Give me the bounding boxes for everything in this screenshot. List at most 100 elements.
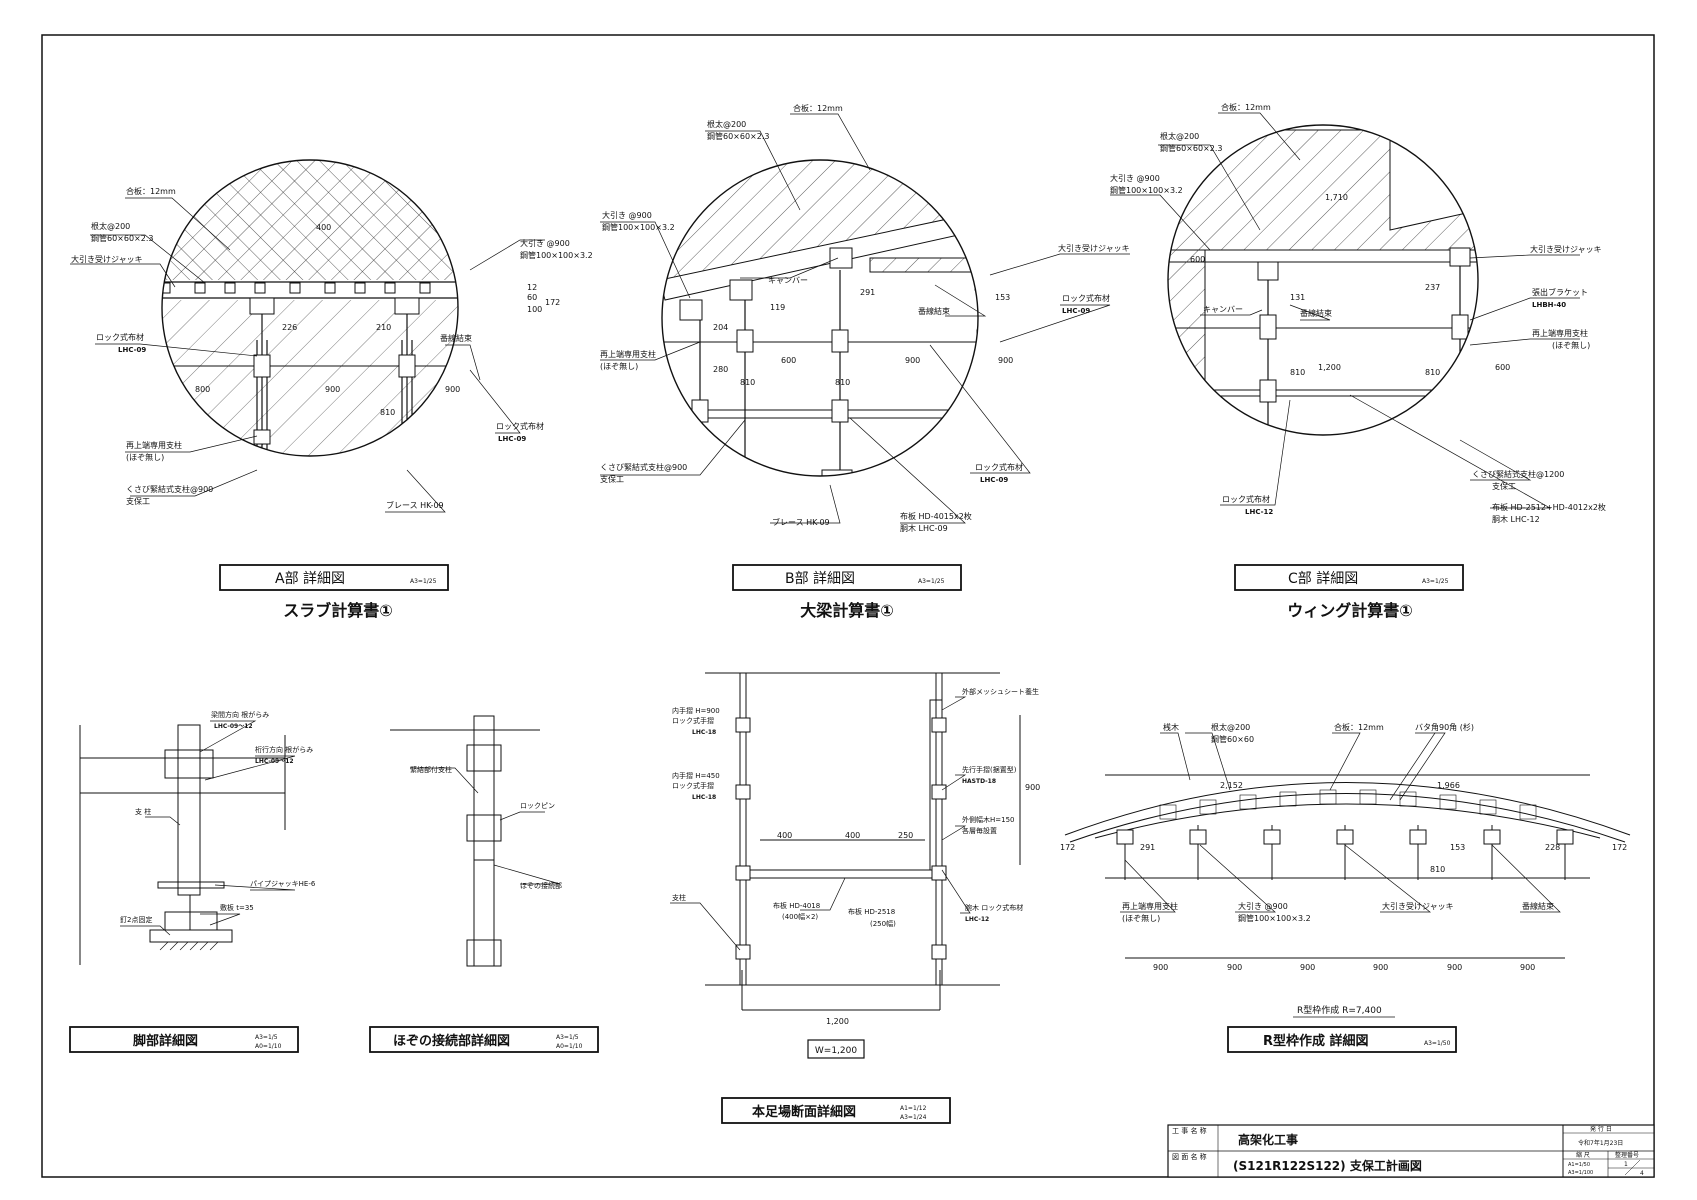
sheet-scale-1: A1=1/50 (1568, 1162, 1590, 1168)
c-caption: ウィング計算書① (1287, 601, 1413, 620)
b-dim: 119 (770, 303, 785, 312)
c-label-bigbeam: 大引き @900 (1110, 173, 1160, 183)
c-title-box (1234, 564, 1464, 591)
scaffold-label-post: 支柱 (672, 893, 686, 902)
rform-label-joist-pipe: 鋼管60×60 (1211, 734, 1254, 744)
a-scale: A3=1/25 (410, 578, 437, 585)
scaffold-label-inner-1: 内手摺 H=900 (672, 706, 720, 715)
number-label: 整理番号 (1615, 1151, 1639, 1159)
a-dim: 900 (325, 385, 340, 394)
b-title-box (732, 564, 962, 591)
scaffold-dim: 1,200 (826, 1017, 849, 1026)
b-label-wire: 番線結束 (918, 306, 950, 316)
scaffold-label-mesh: 外部メッシュシート養生 (962, 687, 1039, 696)
scaffold-label-inner-2-type: ロック式手摺 (672, 781, 714, 790)
a-dim: 226 (282, 323, 297, 332)
tenon-label-tenon: ほぞの接続部 (520, 881, 562, 890)
scaffold-scale-1: A1=1/12 (900, 1105, 927, 1112)
leg-label-long: 桁行方向 根がらみ (255, 745, 313, 754)
tenon-title: ほぞの接続部詳細図 (393, 1033, 510, 1049)
rform-dim: 810 (1430, 865, 1445, 874)
scaffold-dim: 400 (777, 831, 792, 840)
leg-scale-1: A3=1/5 (255, 1034, 278, 1041)
scaffold-label-plank-1: 布板 HD-4018 (773, 901, 820, 910)
b-dim: 291 (860, 288, 875, 297)
a-label-plywood: 合板：12mm (126, 186, 176, 196)
rform-dim: 291 (1140, 843, 1155, 852)
drawing-label: 図 面 名 称 (1172, 1152, 1207, 1161)
a-label-joist-pipe: 鋼管60×60×2.3 (91, 233, 154, 243)
c-label-bigbeam-pipe: 鋼管100×100×3.2 (1110, 185, 1183, 195)
rform-label-wire: 番線結束 (1522, 901, 1554, 911)
sheet-number: 1 (1624, 1161, 1628, 1168)
b-dim: 810 (740, 378, 755, 387)
rform-dim: 172 (1612, 843, 1627, 852)
rform-label-batten: バタ角90角 (杉) (1415, 722, 1474, 732)
a-label-lock-code: LHC-09 (118, 346, 146, 354)
b-dim: 153 (995, 293, 1010, 302)
rform-label-bigbeam-pipe: 鋼管100×100×3.2 (1238, 913, 1311, 923)
c-label-bracket: 張出ブラケット (1532, 287, 1588, 297)
b-label-lock: ロック式布材 (1062, 293, 1110, 303)
title-block: 工 事 名 称 高架化工事 図 面 名 称 (S121R122S122) 支保工… (1167, 1124, 1655, 1178)
leg-label-long-code: LHC-09～12 (255, 758, 294, 765)
tenon-scale-1: A3=1/5 (556, 1034, 579, 1041)
c-label-waist: 胴木 LHC-12 (1492, 514, 1540, 524)
c-scale: A3=1/25 (1422, 578, 1449, 585)
scaffold-label-waist: 腕木 ロック式布材 (965, 903, 1023, 912)
rform-label-bigbeam: 大引き @900 (1238, 901, 1288, 911)
rform-dim: 900 (1300, 963, 1315, 972)
c-dim: 810 (1290, 368, 1305, 377)
a-label-lock-2-code: LHC-09 (498, 435, 526, 443)
a-title: A部 詳細図 (275, 571, 345, 587)
b-dim: 810 (835, 378, 850, 387)
project-name: 高架化工事 (1238, 1132, 1298, 1147)
b-label-camber: キャンバー (768, 276, 808, 285)
b-dim: 280 (713, 365, 728, 374)
a-dim: 810 (380, 408, 395, 417)
scaffold-label-inner-1-type: ロック式手摺 (672, 716, 714, 725)
c-label-post-note: (ほぞ無し) (1552, 340, 1590, 350)
scale-label: 縮 尺 (1576, 1151, 1590, 1159)
a-label-wedge: くさび緊結式支柱@900 (126, 484, 213, 494)
c-dim: 237 (1425, 283, 1440, 292)
b-label-joist-pipe: 鋼管60×60×2.3 (707, 131, 770, 141)
c-label-wire: 番線結束 (1300, 308, 1332, 318)
b-label-jack: 大引き受けジャッキ (1058, 243, 1130, 253)
c-label-joist: 根太@200 (1160, 131, 1199, 141)
scaffold-label-plank-1-note: (400幅×2) (782, 912, 818, 921)
c-title: C部 詳細図 (1288, 571, 1358, 587)
c-dim: 600 (1190, 255, 1205, 264)
b-label-support: 支保工 (600, 474, 624, 484)
scaffold-label-waist-code: LHC-12 (965, 916, 989, 923)
a-label-bigbeam-pipe: 鋼管100×100×3.2 (520, 250, 593, 260)
leg-label-span-code: LHC-09～12 (214, 723, 253, 730)
b-title: B部 詳細図 (785, 571, 855, 587)
b-dim: 600 (781, 356, 796, 365)
c-label-camber: キャンバー (1203, 305, 1243, 314)
issue-label: 発 行 日 (1590, 1125, 1612, 1133)
rform-title-box (1227, 1026, 1457, 1053)
leg-scale-2: A0=1/10 (255, 1043, 282, 1050)
b-dim: 900 (905, 356, 920, 365)
c-dim: 600 (1495, 363, 1510, 372)
detail-a: 合板：12mm 根太@200 鋼管60×60×2.3 大引き受けジャッキ 大引き… (70, 159, 593, 620)
leg-label-post: 支 柱 (135, 807, 151, 816)
a-label-brace: ブレース HK-09 (386, 500, 444, 510)
c-label-post: 再上端専用支柱 (1532, 328, 1588, 338)
b-label-bigbeam: 大引き @900 (602, 210, 652, 220)
rform-dim: 900 (1153, 963, 1168, 972)
b-label-lock-2: ロック式布材 (975, 462, 1023, 472)
c-dim: 1,200 (1318, 363, 1341, 372)
rform-scale: A3=1/50 (1424, 1040, 1451, 1047)
a-dim: 172 (545, 298, 560, 307)
b-caption: 大梁計算書① (800, 601, 894, 620)
a-dim: 800 (195, 385, 210, 394)
rform-title: R型枠作成 詳細図 (1263, 1033, 1369, 1049)
rform-label-pile: 桟木 (1163, 722, 1179, 732)
a-dim: 210 (376, 323, 391, 332)
b-label-waist: 胴木 LHC-09 (900, 523, 948, 533)
a-label-lock-2: ロック式布材 (496, 421, 544, 431)
a-label-joist: 根太@200 (91, 221, 130, 231)
